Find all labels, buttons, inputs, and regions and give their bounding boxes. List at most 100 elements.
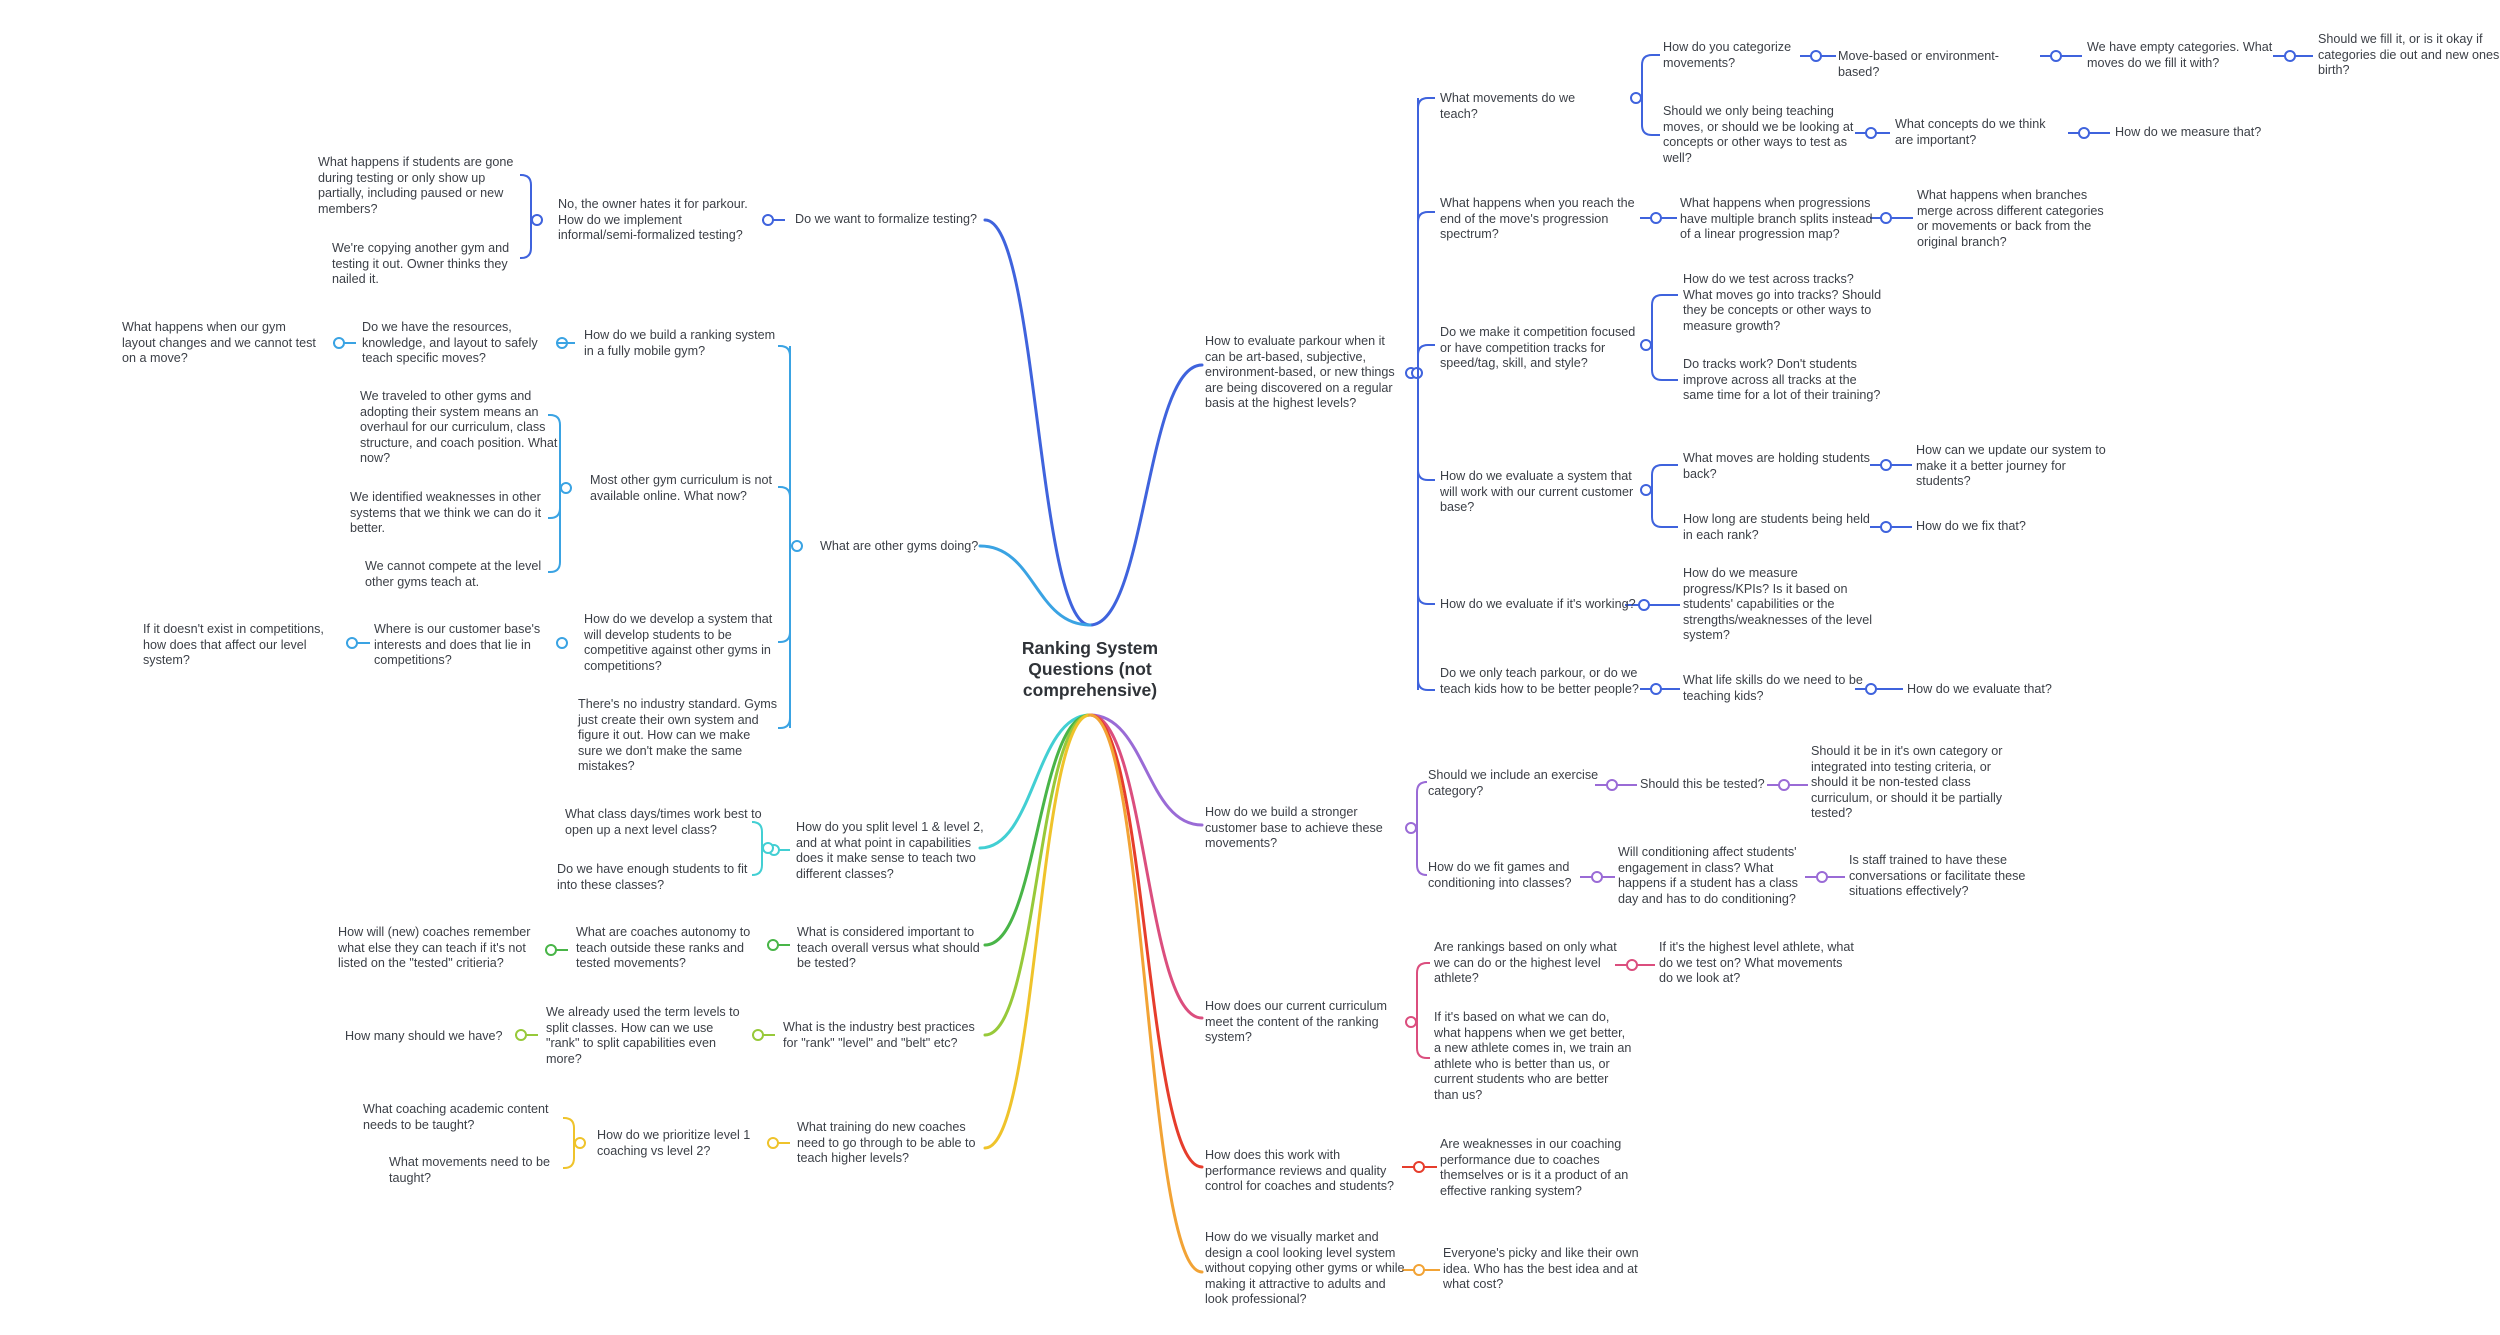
topic-node[interactable]: Do tracks work? Don't students improve a… [1683, 357, 1881, 402]
topic-node[interactable]: How do we test across tracks? What moves… [1683, 272, 1882, 333]
topic-node[interactable]: How do we fit games and conditioning int… [1428, 860, 1572, 890]
topic-node[interactable]: No, the owner hates it for parkour. How … [558, 197, 748, 242]
connector-line [751, 848, 763, 876]
topic-node[interactable]: Should we fill it, or is it okay if cate… [2318, 32, 2500, 77]
connector-line [983, 713, 1092, 1150]
connector-node-dot [1880, 521, 1892, 533]
topic-node[interactable]: Move-based or environment-based? [1838, 49, 1999, 79]
topic-node[interactable]: What life skills do we need to be teachi… [1683, 673, 1863, 703]
topic-node[interactable]: We identified weaknesses in other system… [350, 490, 542, 535]
topic-node[interactable]: What are coaches autonomy to teach outsi… [576, 925, 751, 970]
topic-node[interactable]: How do we develop a system that will dev… [584, 612, 773, 673]
topic-node[interactable]: How does our current curriculum meet the… [1205, 999, 1387, 1044]
topic-node[interactable]: How do we evaluate if it's working? [1440, 597, 1636, 611]
topic-node[interactable]: We already used the term levels to split… [546, 1005, 740, 1066]
connector-line [548, 488, 561, 573]
connector-line [1417, 373, 1435, 691]
topic-node[interactable]: What happens if students are gone during… [318, 155, 514, 216]
topic-node[interactable]: What happens when progressions have mult… [1680, 196, 1873, 241]
topic-node[interactable]: What happens when our gym layout changes… [122, 320, 316, 365]
topic-node[interactable]: How long are students being held in each… [1683, 512, 1870, 542]
topic-node[interactable]: Do we want to formalize testing? [795, 212, 977, 226]
connector-node-dot [762, 214, 774, 226]
topic-node[interactable]: How do we evaluate that? [1907, 682, 2052, 696]
topic-node[interactable]: We cannot compete at the level other gym… [365, 559, 542, 589]
topic-node[interactable]: How do we measure that? [2115, 125, 2262, 139]
connector-node-dot [1865, 683, 1877, 695]
topic-node[interactable]: If it's the highest level athlete, what … [1659, 940, 1854, 985]
connector-line [1651, 345, 1678, 381]
topic-node[interactable]: We have empty categories. What moves do … [2087, 40, 2273, 70]
topic-node[interactable]: Everyone's picky and like their own idea… [1443, 1246, 1639, 1291]
topic-node[interactable]: What class days/times work best to open … [565, 807, 762, 837]
topic-node[interactable]: Do we make it competition focused or hav… [1440, 325, 1636, 370]
topic-node[interactable]: Do we only teach parkour, or do we teach… [1440, 666, 1639, 696]
topic-node[interactable]: We traveled to other gyms and adopting t… [360, 389, 558, 465]
topic-node[interactable]: There's no industry standard. Gyms just … [578, 697, 778, 773]
topic-node[interactable]: How do we measure progress/KPIs? Is it b… [1683, 566, 1873, 642]
topic-node[interactable]: How do we build a stronger customer base… [1205, 805, 1383, 850]
connector-node-dot [2284, 50, 2296, 62]
topic-node[interactable]: Are rankings based on only what we can d… [1434, 940, 1617, 985]
topic-node[interactable]: What concepts do we think are important? [1895, 117, 2046, 147]
connector-line [1651, 464, 1678, 490]
topic-node[interactable]: What movements do we teach? [1440, 91, 1576, 121]
topic-node[interactable]: What happens when you reach the end of t… [1440, 196, 1635, 241]
connector-line [1417, 97, 1435, 373]
connector-line [978, 713, 1092, 850]
topic-node[interactable]: What are other gyms doing? [820, 539, 979, 553]
topic-node[interactable]: Most other gym curriculum is not availab… [590, 473, 772, 503]
topic-node[interactable]: What happens when branches merge across … [1917, 188, 2104, 249]
connector-line [1417, 373, 1435, 605]
topic-node[interactable]: How can we update our system to make it … [1916, 443, 2106, 488]
connector-node-dot [1810, 50, 1822, 62]
topic-node[interactable]: What training do new coaches need to go … [797, 1120, 976, 1165]
topic-node[interactable]: What is the industry best practices for … [783, 1020, 975, 1050]
topic-node[interactable]: How do we evaluate a system that will wo… [1440, 469, 1634, 514]
connector-line [1088, 713, 1204, 827]
topic-node[interactable]: What moves are holding students back? [1683, 451, 1870, 481]
topic-node[interactable]: Should it be in it's own category or int… [1811, 744, 2003, 820]
connector-node-dot [515, 1029, 527, 1041]
topic-node[interactable]: How do we fix that? [1916, 519, 2026, 533]
connector-node-dot [767, 1137, 779, 1149]
topic-node[interactable]: How to evaluate parkour when it can be a… [1205, 334, 1395, 410]
connector-line [983, 218, 1092, 627]
topic-node[interactable]: How do we build a ranking system in a fu… [584, 328, 776, 358]
connector-line [1416, 962, 1430, 1022]
topic-node[interactable]: How do you categorize movements? [1663, 40, 1792, 70]
topic-node[interactable]: Should we only being teaching moves, or … [1663, 104, 1854, 165]
topic-node[interactable]: How many should we have? [345, 1029, 503, 1043]
topic-node[interactable]: How does this work with performance revi… [1205, 1148, 1395, 1193]
topic-node[interactable]: Should this be tested? [1640, 777, 1765, 791]
topic-node[interactable]: What is considered important to teach ov… [797, 925, 980, 970]
topic-node[interactable]: Will conditioning affect students' engag… [1618, 845, 1798, 906]
connector-line [1651, 294, 1678, 345]
topic-node[interactable]: What coaching academic content needs to … [363, 1102, 549, 1132]
topic-node[interactable]: Do we have the resources, knowledge, and… [362, 320, 538, 365]
topic-node[interactable]: If it's based on what we can do, what ha… [1434, 1010, 1632, 1102]
connector-node-dot [1650, 212, 1662, 224]
connector-node-dot [346, 637, 358, 649]
topic-node[interactable]: How do we prioritize level 1 coaching vs… [597, 1128, 751, 1158]
connector-node-dot [1405, 1016, 1417, 1028]
topic-node[interactable]: Are weaknesses in our coaching performan… [1440, 1137, 1629, 1198]
topic-node[interactable]: How do we visually market and design a c… [1205, 1230, 1405, 1306]
connector-line [1088, 713, 1204, 1169]
topic-node[interactable]: Where is our customer base's interests a… [374, 622, 541, 667]
topic-node[interactable]: How will (new) coaches remember what els… [338, 925, 531, 970]
topic-node[interactable]: If it doesn't exist in competitions, how… [143, 622, 324, 667]
connector-line [1088, 713, 1204, 1274]
topic-node[interactable]: Do we have enough students to fit into t… [557, 862, 748, 892]
topic-node[interactable]: Should we include an exercise category? [1428, 768, 1599, 798]
connector-line [1651, 490, 1678, 528]
connector-line [778, 546, 791, 729]
topic-node[interactable]: How do you split level 1 & level 2, and … [796, 820, 984, 881]
topic-node[interactable]: What movements need to be taught? [389, 1155, 551, 1185]
topic-node[interactable]: We're copying another gym and testing it… [332, 241, 510, 286]
connector-line [1417, 373, 1435, 481]
central-topic[interactable]: Ranking System Questions (not comprehens… [1021, 638, 1159, 700]
connector-node-dot [545, 944, 557, 956]
topic-node[interactable]: Is staff trained to have these conversat… [1849, 853, 2026, 898]
